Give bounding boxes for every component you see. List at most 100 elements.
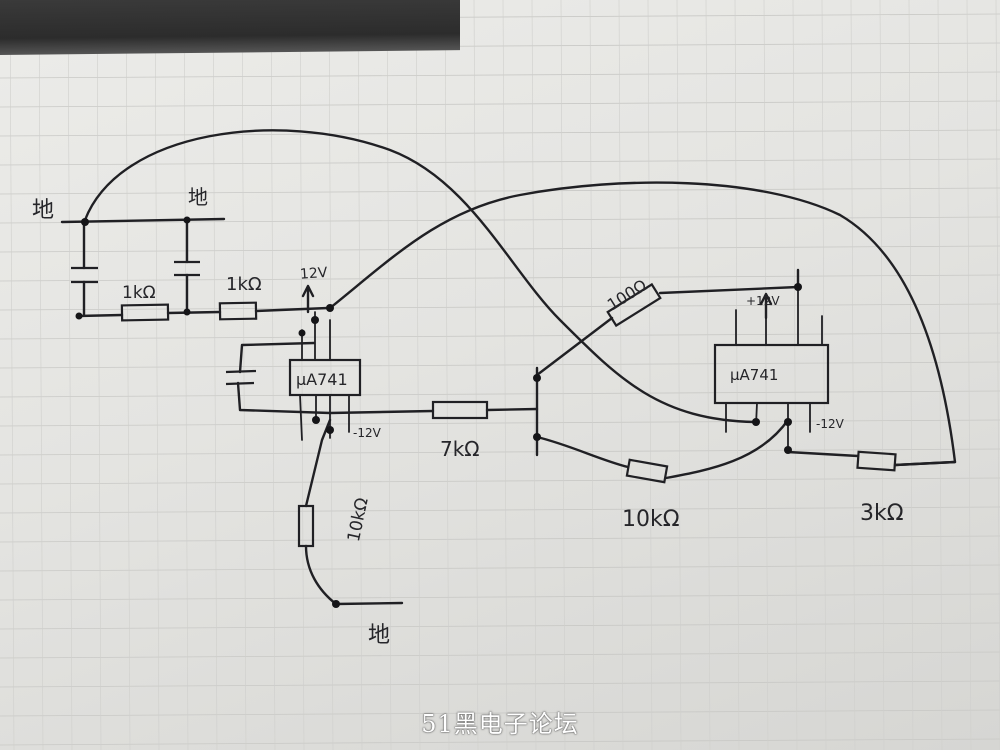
label-neg12v-left: -12V (353, 426, 382, 440)
watermark: 51黑电子论坛 (421, 710, 579, 738)
grid-line (705, 0, 711, 750)
node-dot (752, 418, 760, 426)
label-1k-b: 1kΩ (226, 274, 262, 295)
grid-line (415, 0, 421, 750)
ground-rail-top (60, 217, 226, 224)
grid-line (386, 0, 392, 750)
node-dot (183, 308, 191, 316)
grid-line (0, 535, 1000, 543)
resistor-10k-vertical (297, 504, 315, 548)
grid-line (0, 680, 1000, 688)
grid-line (879, 0, 885, 750)
grid-line (0, 303, 1000, 311)
grid-line (241, 0, 247, 750)
grid-line (0, 506, 1000, 514)
label-10k-vertical: 10kΩ (344, 496, 373, 544)
rail-filter (76, 306, 330, 318)
label-opamp-left: μA741 (296, 370, 348, 389)
resistor-7k (431, 400, 489, 420)
label-ground-bottom: 地 (368, 623, 390, 648)
node-dot (332, 600, 340, 608)
grid-line (9, 0, 15, 750)
node-dot (784, 446, 792, 454)
grid-line (908, 0, 914, 750)
feedback-arc-right (328, 181, 957, 467)
grid-line (0, 593, 1000, 601)
node-dot (794, 283, 802, 291)
grid-line (212, 0, 218, 750)
grid-line (0, 419, 1000, 427)
grid-line (270, 0, 276, 750)
node-dot (311, 316, 319, 324)
grid-line (96, 0, 102, 750)
opamp-right-pins-top (735, 287, 823, 346)
cap-loop-plate-a (225, 369, 257, 374)
node-dot (533, 374, 541, 382)
grid-line (763, 0, 769, 750)
grid-line (647, 0, 653, 750)
grid-line (0, 187, 1000, 195)
grid-line (0, 332, 1000, 340)
grid-line (0, 129, 1000, 137)
grid-line (589, 0, 595, 750)
grid-line (560, 0, 566, 750)
grid-line (473, 0, 479, 750)
label-ground-top-right: 地 (188, 185, 208, 209)
grid-line (0, 361, 1000, 369)
grid-line (328, 0, 334, 750)
opamp-left-body (288, 358, 362, 397)
label-opamp-right: μA741 (730, 366, 778, 384)
grid-line (966, 0, 972, 750)
grid-line (0, 564, 1000, 572)
label-3k: 3kΩ (860, 501, 904, 526)
label-12v-left: 12V (299, 265, 328, 283)
resistor-10k (625, 458, 669, 484)
grid-line (792, 0, 798, 750)
opamp-left-pins-bottom (299, 394, 350, 441)
grid-line (531, 0, 537, 750)
grid-line (0, 158, 1000, 166)
opamp-right-pins-bottom (725, 402, 811, 451)
label-12v-right: +12V (746, 294, 780, 308)
grid-line (0, 622, 1000, 630)
grid-line (676, 0, 682, 750)
wire-to-7k (328, 407, 539, 415)
grid-line (0, 71, 1000, 79)
grid-line (995, 0, 1000, 750)
label-10k: 10kΩ (622, 507, 680, 532)
node-dots (75, 216, 802, 608)
cap-loop-plate-b (225, 381, 255, 386)
label-1k-a: 1kΩ (122, 283, 156, 303)
node-dot (533, 433, 541, 441)
grid-line (0, 100, 1000, 108)
resistor-1k-a (120, 303, 170, 322)
grid-line (0, 738, 1000, 746)
grid-line (154, 0, 160, 750)
grid-line (618, 0, 624, 750)
grid-line (444, 0, 450, 750)
grid-line (502, 0, 508, 750)
resistor-1k-b (218, 301, 258, 321)
label-7k: 7kΩ (440, 437, 480, 461)
node-dot (298, 329, 306, 337)
label-ground-top-left: 地 (32, 198, 54, 223)
opamp-right-body (713, 343, 830, 405)
label-neg12v-right: -12V (816, 417, 845, 431)
grid-line (125, 0, 131, 750)
node-dot (81, 218, 89, 226)
grid-line (183, 0, 189, 750)
grid-line (0, 390, 1000, 398)
wire-to-3k (786, 450, 957, 467)
grid-line (67, 0, 73, 750)
node-dot (784, 418, 792, 426)
grid-line (0, 651, 1000, 659)
grid-line (0, 448, 1000, 456)
wire-10k (535, 418, 790, 480)
grid-line (0, 216, 1000, 224)
grid-line (299, 0, 305, 750)
node-dot (75, 312, 83, 320)
node-dot (326, 426, 334, 434)
grid-line (0, 477, 1000, 485)
